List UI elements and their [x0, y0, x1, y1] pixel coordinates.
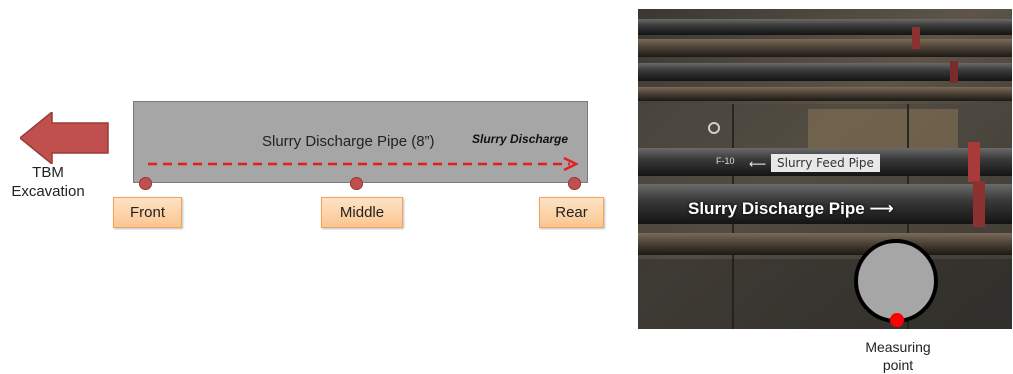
pipe-tag-f10: F-10	[716, 156, 735, 166]
front-label: Front	[113, 197, 182, 228]
middle-point-dot	[350, 177, 363, 190]
flow-direction-label: Slurry Discharge	[472, 132, 569, 146]
tbm-excavation-label: TBM Excavation	[11, 164, 85, 200]
front-point-dot	[139, 177, 152, 190]
flow-arrow	[148, 156, 579, 172]
measuring-point-label: Measuring point	[865, 339, 931, 373]
slurry-feed-pipe-label: Slurry Feed Pipe	[771, 154, 880, 172]
measuring-point-dot	[890, 313, 904, 327]
feed-arrow-icon: ⟵	[749, 157, 767, 171]
rear-point-dot	[568, 177, 581, 190]
middle-label: Middle	[321, 197, 403, 228]
discharge-pipe-rect	[133, 101, 588, 183]
tbm-direction-arrow	[20, 112, 109, 164]
pipe-cross-section	[854, 239, 938, 323]
pipe-photo	[638, 9, 1012, 329]
photo-title: Slurry Discharge Pipe ⟶	[688, 199, 894, 218]
rear-label: Rear	[539, 197, 604, 228]
pipe-title: Slurry Discharge Pipe (8”)	[262, 133, 435, 150]
